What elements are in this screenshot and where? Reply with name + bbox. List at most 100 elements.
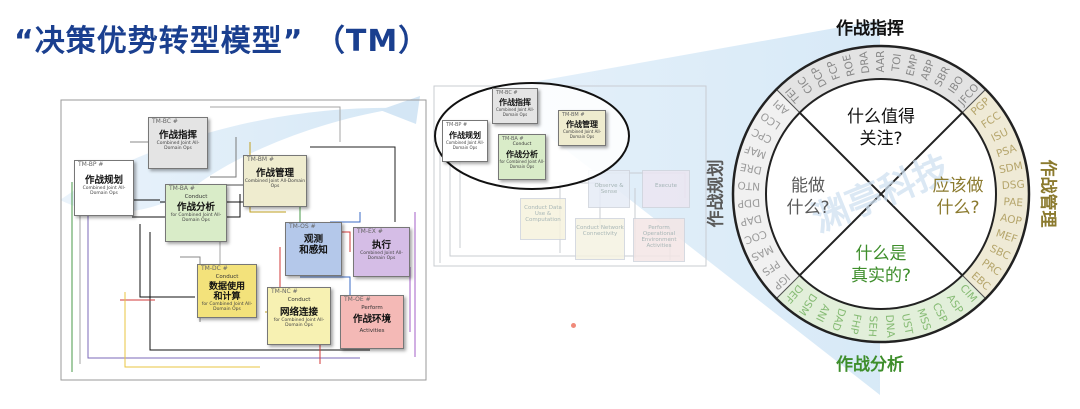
- box-tag: TM-BP #: [446, 122, 468, 128]
- box-tag: TM-BM #: [562, 112, 585, 118]
- box-title: 作战分析: [506, 150, 538, 159]
- box-title: 作战规划: [449, 131, 481, 140]
- faded-box-label: Perform Operational Environment Activiti…: [641, 225, 677, 249]
- faded-box-environment: Perform Operational Environment Activiti…: [633, 218, 685, 262]
- quadrant-top-text: 什么值得 关注?: [847, 107, 915, 149]
- box-caption: Combined Joint All-Domain Ops: [360, 251, 403, 261]
- ring-code-top: AAR: [875, 51, 887, 73]
- quadrant-bottom-text: 什么是 真实的?: [850, 244, 912, 286]
- ring-code-bottom: SEH: [866, 315, 879, 337]
- connector-line: [210, 137, 237, 178]
- mini-box-battle-planning: TM-BP # 作战规划 Combined Joint All-Domain O…: [442, 120, 488, 162]
- box-title: 作战指挥: [158, 130, 197, 141]
- ring-code-right: AOP: [999, 212, 1023, 228]
- faded-box-label: Observe & Sense: [594, 183, 624, 195]
- box-title: 作战环境: [352, 314, 391, 325]
- box-title: 数据使用 和计算: [208, 282, 245, 302]
- box-title: 作战管理: [255, 168, 294, 179]
- box-battle-planning: TM-BP # 作战规划 Combined Joint All-Domain O…: [74, 160, 134, 216]
- label-battle-planning: 作战规划: [706, 159, 727, 228]
- box-battle-management: TM-BM # 作战管理 Combined Joint All-Domain O…: [243, 155, 307, 207]
- ring-code-top: EMP: [904, 53, 921, 77]
- box-tag: TM-EX #: [357, 228, 383, 235]
- outer-frame: [60, 99, 427, 381]
- box-caption: Combined Joint All-Domain Ops: [495, 107, 535, 117]
- box-data-computation: TM-DC # Conduct 数据使用 和计算 for Combined Jo…: [197, 264, 257, 318]
- box-top-caption: Conduct: [184, 194, 208, 200]
- ring-code-right: PAE: [1003, 196, 1023, 209]
- box-top-caption: Conduct: [512, 142, 532, 147]
- box-caption: for Combined Joint All-Domain Ops: [201, 302, 253, 312]
- label-battle-management: 作战管理: [1037, 159, 1058, 228]
- box-title: 作战指挥: [499, 98, 531, 107]
- box-execute: TM-EX # 执行 Combined Joint All-Domain Ops: [353, 227, 410, 277]
- mini-box-battle-management: TM-BM # 作战管理 Combined Joint All-Domain O…: [558, 110, 606, 146]
- box-tag: TM-OE #: [344, 296, 371, 303]
- connector-line: [210, 106, 341, 142]
- box-title: 作战分析: [176, 202, 215, 213]
- ring-code-left: DDP: [737, 196, 760, 209]
- box-caption: for Combined Joint All-Domain Ops: [273, 318, 325, 328]
- left-model-diagram: TM-BP # 作战规划 Combined Joint All-Domain O…: [60, 82, 430, 382]
- ring-code-top: DRA: [858, 50, 873, 74]
- box-battle-analysis: TM-BA # Conduct 作战分析 for Combined Joint …: [165, 184, 227, 242]
- box-caption: Combined Joint All-Domain Ops: [244, 179, 306, 189]
- box-top-caption: Conduct: [287, 297, 311, 303]
- box-tag: TM-NC #: [271, 288, 298, 295]
- box-caption: Combined Joint All-Domain Ops: [82, 186, 126, 196]
- box-network-connectivity: TM-NC # Conduct 网络连接 for Combined Joint …: [267, 287, 331, 345]
- ring-code-left: DAP: [739, 212, 762, 228]
- label-battle-analysis: 作战分析: [836, 355, 904, 375]
- box-tag: TM-BM #: [247, 156, 275, 163]
- quadrant-left-text: 能做 什么?: [786, 176, 830, 218]
- box-title: 作战管理: [566, 120, 598, 129]
- quadrant-right-text: 应该做 什么?: [932, 176, 984, 218]
- faded-box-label: Conduct Data Use & Computation: [524, 205, 562, 223]
- ring-code-top: ROE: [841, 53, 858, 77]
- box-battle-command: TM-BC # 作战指挥 Combined Joint All-Domain O…: [148, 117, 208, 169]
- box-tag: TM-BA #: [502, 136, 524, 142]
- connector-line: [124, 292, 260, 368]
- box-title: 观测 和感知: [299, 234, 328, 256]
- page-title: “决策优势转型模型” （TM）: [14, 24, 430, 59]
- ring-code-top: TOI: [890, 53, 904, 73]
- arrow-wedge: [380, 96, 420, 124]
- ring-code-right: DSG: [1001, 179, 1025, 192]
- box-caption: Combined Joint All-Domain Ops: [156, 141, 200, 151]
- box-caption: for Combined Joint All-Domain Ops: [170, 213, 222, 223]
- faded-box-execute: Execute: [642, 170, 690, 208]
- mini-box-battle-command: TM-BC # 作战指挥 Combined Joint All-Domain O…: [492, 88, 538, 124]
- box-caption: Combined Joint All-Domain Ops: [445, 140, 485, 150]
- box-caption: Combined Joint All-Domain Ops: [562, 129, 602, 139]
- faded-box-data: Conduct Data Use & Computation: [520, 198, 566, 240]
- middle-model-diagram: Observe & Sense Execute Conduct Data Use…: [430, 78, 710, 268]
- mini-box-battle-analysis: TM-BA # Conduct 作战分析 for Combined Joint …: [498, 134, 546, 180]
- connector-line: [300, 276, 351, 297]
- wheel-divider-lines: [776, 89, 986, 299]
- box-tag: TM-OS #: [289, 223, 316, 230]
- box-top-caption: Conduct: [215, 274, 239, 280]
- outer-rim: [731, 44, 1031, 344]
- box-top-caption: Perform: [361, 305, 383, 311]
- connector-line: [330, 212, 361, 223]
- ring-code-bottom: UST: [899, 313, 915, 336]
- decorative-dot: [571, 323, 576, 328]
- ring-code-bottom: DNA: [883, 314, 897, 339]
- faded-box-network: Conduct Network Connectivity: [575, 218, 625, 260]
- ring-code-left: NTO: [737, 179, 760, 192]
- box-tag: TM-BP #: [78, 161, 104, 168]
- connector-line: [139, 224, 195, 298]
- box-title: 作战规划: [84, 175, 123, 186]
- box-tag: TM-BA #: [169, 185, 195, 192]
- faded-box-label: Execute: [655, 183, 677, 189]
- box-operational-environment: TM-OE # Perform 作战环境 Activities: [340, 295, 404, 349]
- ring-code-right: SDM: [998, 160, 1024, 176]
- box-title: 执行: [371, 240, 391, 251]
- connector-line: [87, 212, 360, 359]
- connector-line: [310, 146, 396, 222]
- swoosh-shape: [60, 107, 400, 213]
- box-tag: TM-BC #: [496, 90, 518, 96]
- box-observe-sense: TM-OS # 观测 和感知: [285, 222, 342, 276]
- box-caption: for Combined Joint All-Domain Ops: [499, 159, 545, 169]
